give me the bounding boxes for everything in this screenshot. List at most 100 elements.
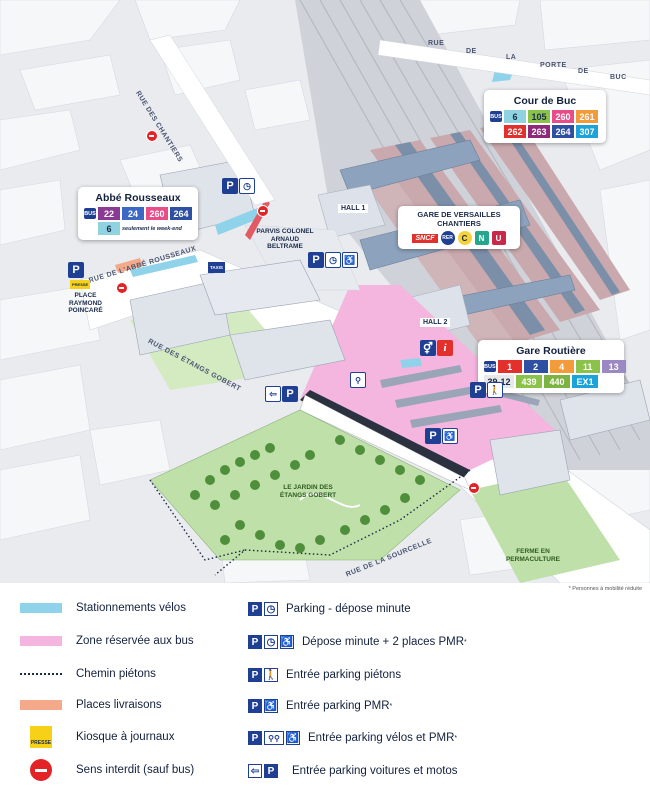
car-entrance-icon: ⇦ bbox=[248, 764, 262, 778]
route-chip-264: 264 bbox=[552, 125, 574, 138]
bus-icon: BUS bbox=[490, 111, 502, 122]
route-chip-264: 264 bbox=[170, 207, 192, 220]
route-chip-22: 22 bbox=[98, 207, 120, 220]
legend-item-entree-velos-pmr: P ⚲⚲ ♿ Entrée parking vélos et PMR* bbox=[248, 731, 457, 745]
wheelchair-icon: ♿ bbox=[442, 428, 458, 444]
panel-cour-de-buc-row-2: 262 263 264 307 bbox=[490, 125, 600, 138]
street-label-buc: BUC bbox=[610, 74, 627, 81]
no-entry-icon bbox=[30, 759, 52, 781]
label-parvis: PARVIS COLONEL ARNAUD BELTRAME bbox=[256, 228, 314, 250]
legend-swatch bbox=[20, 603, 62, 613]
clock-icon: ◷ bbox=[264, 602, 278, 616]
weekend-note: seulement le week-end bbox=[122, 225, 182, 232]
office-buildings bbox=[129, 159, 650, 496]
route-chip-260: 260 bbox=[552, 110, 574, 123]
route-chip-263: 263 bbox=[528, 125, 550, 138]
label-jardin: LE JARDIN DES ÉTANGS GOBERT bbox=[279, 484, 337, 499]
route-chip-ex1: EX1 bbox=[572, 375, 598, 388]
info-icon: i bbox=[437, 340, 453, 356]
label-ferme: FERME EN PERMACULTURE bbox=[505, 548, 561, 563]
label-hall1: HALL 1 bbox=[338, 204, 369, 213]
clock-icon: ◷ bbox=[239, 178, 255, 194]
legend-label: Kiosque à journaux bbox=[76, 731, 175, 743]
legend-item-depose-pmr: P ◷ ♿ Dépose minute + 2 places PMR* bbox=[248, 635, 467, 649]
gare-callout: GARE DE VERSAILLES CHANTIERS SNCF RER C … bbox=[398, 206, 520, 249]
route-chip-6: 6 bbox=[98, 222, 120, 235]
legend-label: Places livraisons bbox=[76, 699, 162, 711]
legend-item-bike-parking: Stationnements vélos bbox=[20, 602, 186, 614]
panel-abbe-rousseaux-row-1: BUS 22 24 260 264 bbox=[84, 207, 192, 220]
legend-item-kiosk: PRESSE Kiosque à journaux bbox=[20, 726, 174, 748]
station-map: RUE DE LA PORTE DE BUC RUE DES CHANTIERS… bbox=[0, 0, 650, 583]
panel-gare-routiere-title: Gare Routière bbox=[516, 345, 586, 357]
legend-label: Dépose minute + 2 places PMR bbox=[302, 636, 465, 648]
route-chip-13: 13 bbox=[601, 360, 626, 373]
parking-icon: P bbox=[248, 731, 262, 745]
garden-path bbox=[299, 492, 361, 508]
rue-chantiers-road bbox=[149, 34, 276, 206]
bus-icon: BUS bbox=[84, 208, 96, 219]
parking-icon: P bbox=[308, 252, 324, 268]
no-entry-icon bbox=[257, 205, 269, 217]
parking-icon: P bbox=[248, 668, 262, 682]
route-chip-307: 307 bbox=[576, 125, 598, 138]
delivery-zone bbox=[115, 258, 143, 273]
gare-title: GARE DE VERSAILLES CHANTIERS bbox=[417, 210, 501, 228]
panel-cour-de-buc: Cour de Buc BUS 6 105 260 261 262 263 26… bbox=[484, 90, 606, 143]
route-chip-105: 105 bbox=[528, 110, 550, 123]
legend-label: Entrée parking vélos et PMR bbox=[308, 732, 455, 744]
panel-gare-routiere-row-2: 39-12 439 440 EX1 bbox=[484, 375, 618, 388]
legend-item-bus-zone: Zone réservée aux bus bbox=[20, 635, 194, 647]
bus-shelters bbox=[380, 365, 540, 428]
route-chip-4: 4 bbox=[549, 360, 574, 373]
car-entrance-icon: ⇦ bbox=[265, 386, 281, 402]
route-chip-1: 1 bbox=[497, 360, 522, 373]
garden-trees bbox=[190, 435, 425, 553]
legend-label: Zone réservée aux bus bbox=[76, 635, 194, 647]
presse-kiosk-icon: PRESSE bbox=[30, 726, 52, 748]
route-chip-261: 261 bbox=[576, 110, 598, 123]
legend-label: Entrée parking piétons bbox=[286, 669, 402, 681]
street-label-de: DE bbox=[466, 48, 477, 55]
line-n-logo: N bbox=[474, 231, 489, 245]
panel-abbe-rousseaux: Abbé Rousseaux BUS 22 24 260 264 6 seule… bbox=[78, 187, 198, 240]
parking-icon: P bbox=[248, 635, 262, 649]
legend-item-delivery: Places livraisons bbox=[20, 699, 162, 711]
route-chip-2: 2 bbox=[523, 360, 548, 373]
legend-item-entree-voitures: ⇦ P Entrée parking voitures et motos bbox=[248, 764, 458, 778]
legend-item-entree-pmr: P ♿ Entrée parking PMR* bbox=[248, 699, 392, 713]
parking-icon: P bbox=[68, 262, 84, 278]
parking-icon: P bbox=[222, 178, 238, 194]
route-chip-260: 260 bbox=[146, 207, 168, 220]
walker-icon: 🚶 bbox=[487, 382, 503, 398]
label-hall2: HALL 2 bbox=[420, 318, 451, 327]
street-label-porte: PORTE bbox=[540, 62, 567, 69]
pedestrian-path bbox=[149, 469, 471, 576]
ferme-field bbox=[470, 470, 620, 583]
parking-icon: P bbox=[264, 764, 278, 778]
legend-footnote-mark: * bbox=[464, 638, 467, 646]
wheelchair-icon: ♿ bbox=[286, 731, 300, 745]
rue-porte-buc-road bbox=[377, 39, 650, 96]
bike-icon: ⚲ bbox=[350, 372, 366, 388]
legend-label: Chemin piétons bbox=[76, 668, 156, 680]
line-u-logo: U bbox=[491, 231, 506, 245]
legend-footnote-mark: * bbox=[389, 702, 393, 710]
sncf-logo: SNCF bbox=[412, 233, 438, 243]
toilet-icon: ⚥ bbox=[420, 340, 436, 356]
taxi-sign: TAXIS bbox=[208, 262, 225, 273]
legend-label: Parking - dépose minute bbox=[286, 603, 411, 615]
no-entry-icon bbox=[146, 130, 158, 142]
line-c-logo: C bbox=[457, 231, 472, 245]
label-place-raymond: PLACE RAYMOND POINCARÉ bbox=[68, 292, 103, 314]
legend-label: Stationnements vélos bbox=[76, 602, 186, 614]
panel-cour-de-buc-title: Cour de Buc bbox=[513, 95, 577, 107]
legend-label: Entrée parking voitures et motos bbox=[292, 765, 458, 777]
legend: * Personnes à mobilité réduite Stationne… bbox=[0, 583, 650, 793]
street-label-de2: DE bbox=[578, 68, 589, 75]
panel-gare-routiere-row-1: BUS 1 2 4 11 13 bbox=[484, 360, 626, 373]
parking-icon: P bbox=[425, 428, 441, 444]
parking-icon: P bbox=[282, 386, 298, 402]
legend-label: Sens interdit (sauf bus) bbox=[76, 764, 195, 776]
parking-icon: P bbox=[248, 602, 262, 616]
